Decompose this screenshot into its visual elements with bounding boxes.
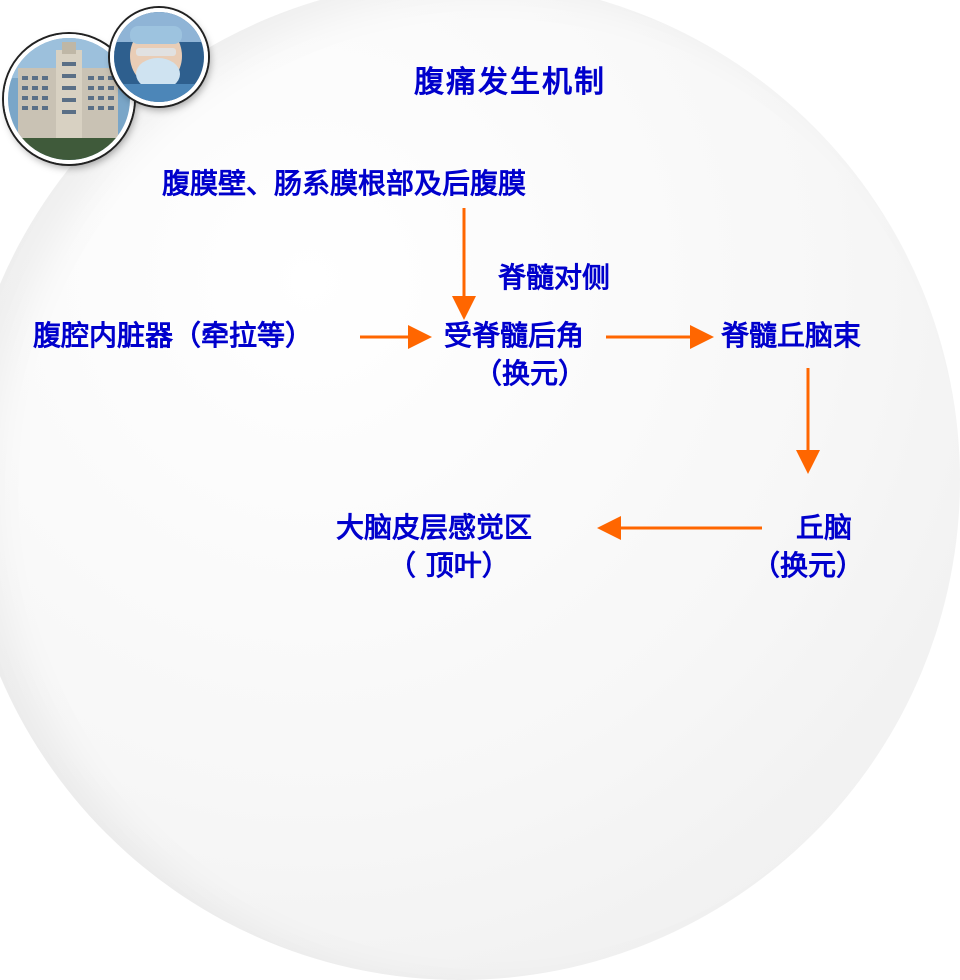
node-parietal-lobe: （ 顶叶）: [388, 549, 510, 582]
flow-arrows: [360, 208, 820, 540]
node-thalamus-relay: （换元）: [752, 549, 865, 582]
surgeon-photo: [110, 8, 208, 106]
node-thalamus: 丘脑: [796, 511, 853, 544]
node-dorsal-horn-relay: （换元）: [474, 357, 587, 390]
node-spinothalamic-tract: 脊髓丘脑束: [721, 319, 862, 352]
hospital-building-photo: [4, 34, 134, 164]
node-abdominal-viscera: 腹腔内脏器（牵拉等）: [33, 319, 314, 352]
page-title: 腹痛发生机制: [414, 65, 606, 100]
node-peritoneum: 腹膜壁、肠系膜根部及后腹膜: [162, 167, 527, 200]
node-spinal-contralateral: 脊髓对侧: [498, 261, 611, 294]
node-dorsal-horn: 受脊髓后角: [444, 319, 585, 352]
node-cerebral-cortex: 大脑皮层感觉区: [336, 511, 533, 544]
